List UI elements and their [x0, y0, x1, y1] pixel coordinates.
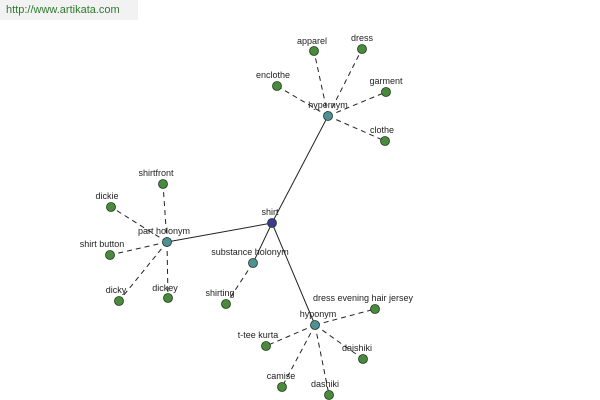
leaf-label-camise[interactable]: camise — [267, 371, 296, 381]
leaf-label-daishiki[interactable]: daishiki — [342, 343, 372, 353]
leaf-node-daishiki[interactable] — [358, 354, 368, 364]
relation-label-part-holonym[interactable]: part holonym — [138, 226, 190, 236]
leaf-label-dashiki[interactable]: dashiki — [311, 379, 339, 389]
leaf-label-dicky[interactable]: dicky — [106, 285, 127, 295]
leaf-node-shirtfront[interactable] — [158, 179, 168, 189]
leaf-label-enclothe[interactable]: enclothe — [256, 70, 290, 80]
edge-hypernym-dress — [327, 48, 363, 117]
leaf-node-dress[interactable] — [357, 44, 367, 54]
leaf-node-garment[interactable] — [381, 87, 391, 97]
leaf-label-dickie[interactable]: dickie — [95, 191, 118, 201]
edge-shirt-hyponym — [271, 222, 316, 326]
leaf-node-dashiki[interactable] — [324, 390, 334, 400]
leaf-node-dickey[interactable] — [163, 293, 173, 303]
leaf-label-shirtfront[interactable]: shirtfront — [138, 168, 174, 178]
edge-hypernym-clothe — [327, 115, 386, 142]
url-banner: http://www.artikata.com — [0, 0, 138, 20]
center-node-shirt[interactable] — [267, 218, 277, 228]
leaf-label-clothe[interactable]: clothe — [370, 125, 394, 135]
edge-hyponym-camise — [281, 324, 316, 388]
relation-label-hypernym[interactable]: hypernym — [308, 100, 348, 110]
leaf-node-camise[interactable] — [277, 382, 287, 392]
relation-label-substance-holonym[interactable]: substance holonym — [211, 247, 289, 257]
edge-part-holonym-shirtfront — [162, 183, 168, 243]
relation-label-hyponym[interactable]: hyponym — [300, 309, 337, 319]
leaf-node-shirting[interactable] — [221, 299, 231, 309]
edge-hyponym-dashiki — [314, 324, 330, 396]
leaf-label-t-tee-kurta[interactable]: t-tee kurta — [238, 330, 279, 340]
leaf-label-dickey[interactable]: dickey — [152, 283, 178, 293]
url-text[interactable]: http://www.artikata.com — [6, 4, 120, 16]
edge-shirt-part-holonym — [166, 222, 273, 243]
leaf-node-dicky[interactable] — [114, 296, 124, 306]
relation-node-substance-holonym[interactable] — [248, 258, 258, 268]
leaf-node-dickie[interactable] — [106, 202, 116, 212]
leaf-label-shirt-button[interactable]: shirt button — [80, 239, 125, 249]
edge-part-holonym-dickey — [166, 241, 169, 299]
leaf-label-shirting[interactable]: shirting — [205, 288, 234, 298]
leaf-label-dress-evening-hair-jersey[interactable]: dress evening hair jersey — [313, 293, 414, 303]
relation-node-part-holonym[interactable] — [162, 237, 172, 247]
labels: apparel dress garment clothe enclothe hyperny… — [80, 33, 414, 389]
edge-hypernym-enclothe — [276, 85, 329, 117]
edge-hypernym-garment — [327, 91, 387, 117]
leaf-label-apparel[interactable]: apparel — [297, 36, 327, 46]
nodes — [105, 44, 391, 400]
edge-part-holonym-dickie — [110, 206, 168, 243]
edges — [109, 48, 387, 396]
relation-node-hypernym[interactable] — [323, 111, 333, 121]
leaf-node-dress-evening-hair-jersey[interactable] — [370, 304, 380, 314]
relation-node-hyponym[interactable] — [310, 320, 320, 330]
center-label-shirt[interactable]: shirt — [261, 207, 279, 217]
leaf-node-clothe[interactable] — [380, 136, 390, 146]
leaf-label-garment[interactable]: garment — [369, 76, 403, 86]
leaf-label-dress[interactable]: dress — [351, 33, 374, 43]
edge-hyponym-dress-evening-hair-jersey — [314, 308, 376, 326]
edge-shirt-substance-holonym — [252, 222, 273, 264]
edge-shirt-hypernym — [271, 115, 329, 224]
edge-substance-holonym-shirting — [225, 262, 254, 305]
leaf-node-shirt-button[interactable] — [105, 250, 115, 260]
edge-hypernym-apparel — [313, 50, 329, 117]
leaf-node-apparel[interactable] — [309, 46, 319, 56]
leaf-node-enclothe[interactable] — [272, 81, 282, 91]
edge-hyponym-daishiki — [314, 324, 364, 360]
edge-part-holonym-dicky — [118, 241, 168, 302]
leaf-node-t-tee-kurta[interactable] — [261, 341, 271, 351]
edge-part-holonym-shirt-button — [109, 241, 168, 256]
